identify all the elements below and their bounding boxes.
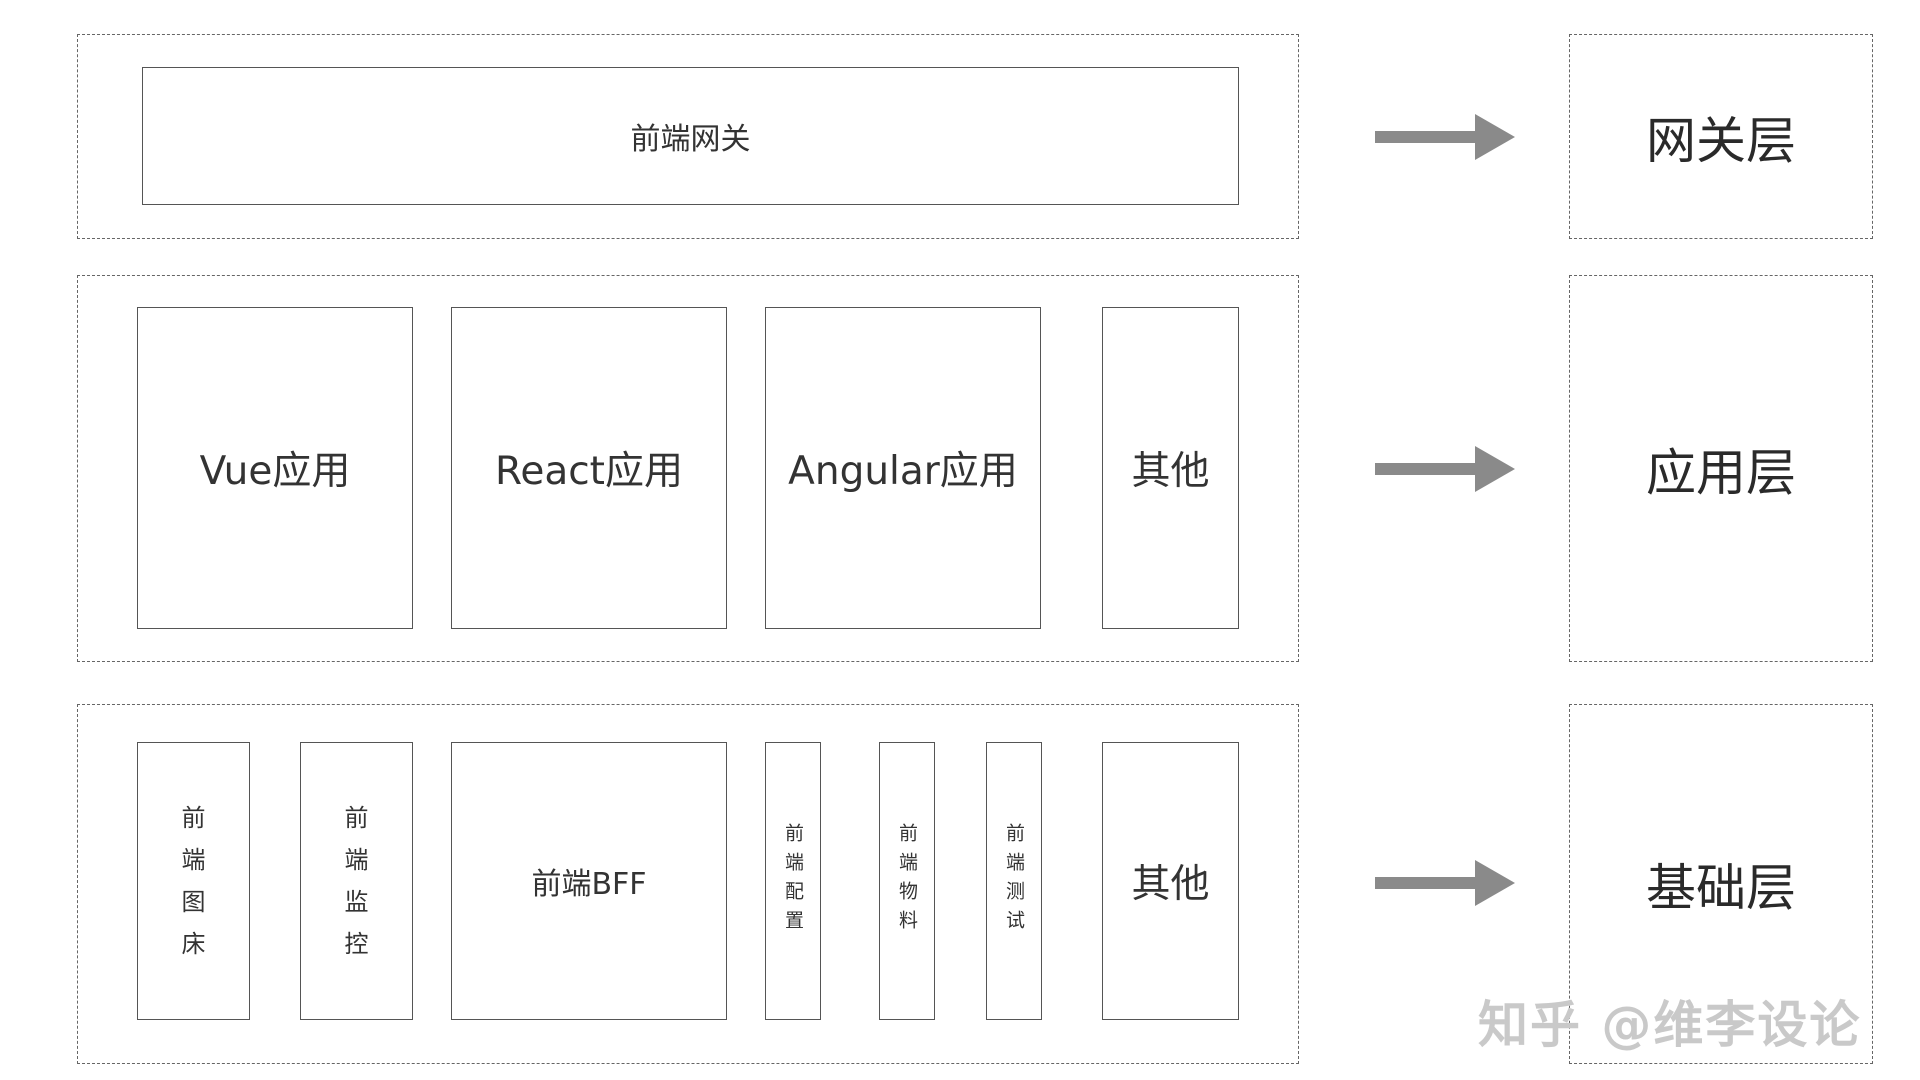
bff-label: 前端BFF (531, 867, 647, 902)
testing-box: 前端测试 (986, 742, 1042, 1020)
monitoring-box: 前端监控 (300, 742, 413, 1020)
other-app-label: 其他 (1131, 449, 1210, 494)
foundation-arrow-icon (1375, 860, 1515, 906)
frontend-gateway-label: 前端网关 (630, 122, 751, 157)
watermark: 知乎 @维李设论 (1478, 985, 1861, 1057)
angular-app-label: Angular应用 (788, 449, 1018, 494)
monitoring-label: 前端监控 (344, 804, 369, 958)
vue-app-box: Vue应用 (137, 307, 413, 629)
other-foundation-label: 其他 (1131, 862, 1210, 907)
image-host-box: 前端图床 (137, 742, 250, 1020)
application-layer-box: 应用层 (1569, 275, 1873, 662)
other-foundation-box: 其他 (1102, 742, 1239, 1020)
testing-label: 前端测试 (1003, 823, 1025, 939)
frontend-gateway-box: 前端网关 (142, 67, 1239, 205)
application-layer-label: 应用层 (1646, 443, 1796, 502)
materials-label: 前端物料 (896, 823, 918, 939)
other-app-box: 其他 (1102, 307, 1239, 629)
react-app-label: React应用 (495, 449, 683, 494)
angular-app-box: Angular应用 (765, 307, 1041, 629)
gateway-arrow-icon (1375, 114, 1515, 160)
foundation-layer-container (77, 704, 1299, 1064)
react-app-box: React应用 (451, 307, 727, 629)
watermark-text: 知乎 @维李设论 (1478, 996, 1862, 1054)
foundation-layer-label: 基础层 (1646, 859, 1796, 917)
image-host-label: 前端图床 (181, 804, 206, 958)
config-box: 前端配置 (765, 742, 821, 1020)
gateway-layer-label: 网关层 (1646, 111, 1796, 170)
config-label: 前端配置 (782, 823, 804, 939)
application-arrow-icon (1375, 446, 1515, 492)
foundation-layer-box: 基础层 (1569, 704, 1873, 1064)
vue-app-label: Vue应用 (199, 449, 351, 494)
bff-box: 前端BFF (451, 742, 727, 1020)
materials-box: 前端物料 (879, 742, 935, 1020)
gateway-layer-container (77, 34, 1299, 239)
gateway-layer-box: 网关层 (1569, 34, 1873, 239)
application-layer-container (77, 275, 1299, 662)
